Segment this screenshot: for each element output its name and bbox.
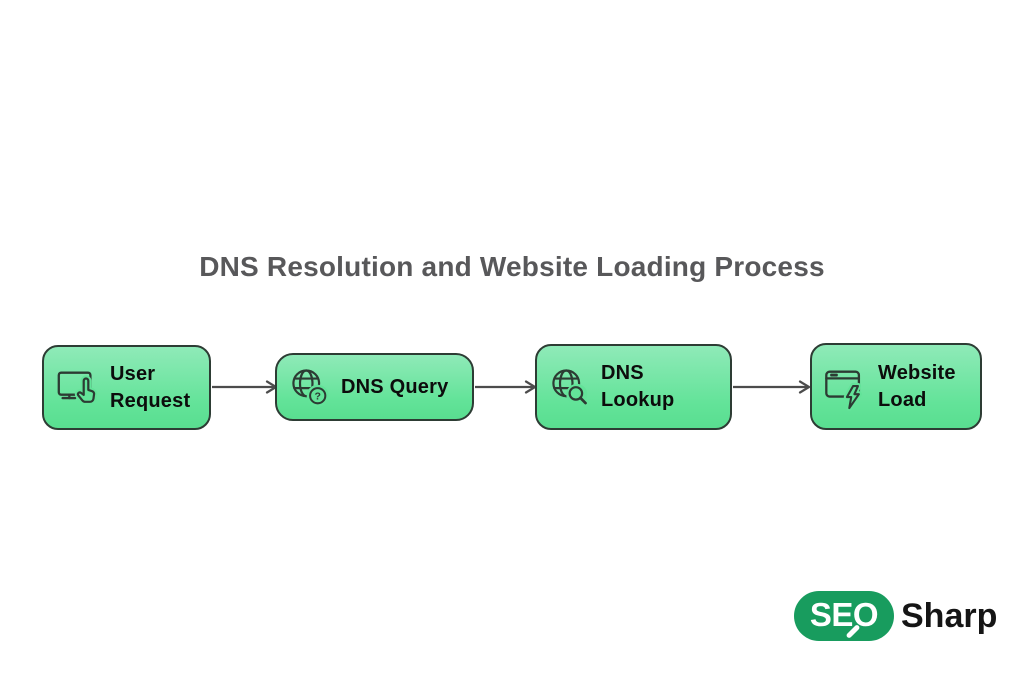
flow-step-label: Website Load [878,360,956,414]
flow-step-dns-lookup: DNS Lookup [535,344,732,430]
flow-arrow-2 [475,378,537,396]
seo-sharp-logo: SEO Sharp [794,591,997,641]
diagram-title: DNS Resolution and Website Loading Proce… [199,251,825,282]
label-line: Website [878,361,956,384]
globe-question-icon: ? [287,365,331,409]
flow-step-label: User Request [110,361,190,415]
question-glyph: ? [314,390,320,402]
flow-step-user-request: User Request [42,345,211,430]
flow-step-dns-query: ? DNS Query [275,353,474,421]
flow-step-label: DNS Lookup [601,360,674,414]
label-line: DNS Query [341,375,449,398]
flow-arrow-1 [212,378,278,396]
label-line: User [110,362,156,385]
label-line: Lookup [601,389,675,411]
logo-sharp-text: Sharp [901,596,998,635]
flow-step-label: DNS Query [341,374,448,401]
logo-pill: SEO [794,591,894,641]
label-line: Request [110,389,191,412]
label-line: Load [878,388,927,411]
flow-arrow-3 [733,378,811,396]
globe-search-icon [547,365,591,409]
browser-lightning-icon [822,363,868,411]
flow-step-website-load: Website Load [810,343,982,430]
label-line: DNS [601,362,644,384]
logo-seo-text: SEO [809,596,879,633]
monitor-touch-icon [54,365,100,411]
